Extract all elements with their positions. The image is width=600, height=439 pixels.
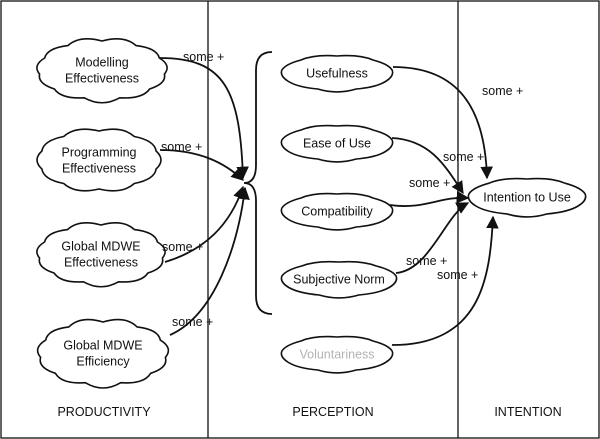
node-label: Global MDWE	[63, 339, 142, 353]
node-ease: Ease of Use	[280, 124, 394, 163]
panel-label-productivity: PRODUCTIVITY	[57, 405, 151, 419]
edge-modelling-to-perception	[159, 57, 249, 180]
edge-programming-to-perception	[159, 149, 244, 181]
edge-label-global-eff: some +	[162, 240, 203, 254]
edge-label-modelling: some +	[183, 50, 224, 64]
edge-label-programming: some +	[161, 140, 202, 154]
perception-group-bracket	[243, 51, 273, 315]
panel-label-intention: INTENTION	[494, 405, 561, 419]
cloud-shape	[36, 128, 162, 192]
node-label: Compatibility	[301, 205, 373, 219]
node-label: Intention to Use	[483, 191, 571, 205]
cloud-shape	[36, 318, 170, 389]
node-subjective: Subjective Norm	[280, 260, 398, 299]
node-compat: Compatibility	[280, 192, 394, 231]
cloud-shape	[36, 222, 166, 288]
edge-compat-to-intention	[389, 190, 470, 207]
panel-label-perception: PERCEPTION	[292, 405, 373, 419]
edge-usefulness-to-intention	[392, 66, 493, 180]
edge-label-voluntariness: some +	[437, 268, 478, 282]
cloud-shape	[280, 335, 394, 374]
node-usefulness: Usefulness	[280, 54, 394, 93]
node-label: Effectiveness	[65, 72, 139, 86]
edge-label-subjective: some +	[406, 254, 447, 268]
node-label: Global MDWE	[61, 240, 140, 254]
node-label: Modelling	[75, 56, 129, 70]
node-label: Effectiveness	[62, 162, 136, 176]
node-label: Subjective Norm	[293, 273, 385, 287]
node-voluntariness: Voluntariness	[280, 335, 394, 374]
node-label: Usefulness	[306, 67, 368, 81]
edge-label-usefulness: some +	[482, 84, 523, 98]
edge-label-global-efficiency: some +	[172, 315, 213, 329]
edge-label-compat: some +	[409, 176, 450, 190]
edge-subjective-to-intention	[395, 202, 470, 274]
concept-nodes: ModellingEffectivenessProgrammingEffecti…	[36, 38, 587, 389]
edge-voluntariness-to-intention	[391, 215, 499, 346]
cloud-shape	[280, 54, 394, 93]
cloud-shape	[467, 177, 587, 218]
node-global-efficiency: Global MDWE Efficiency	[36, 318, 170, 389]
node-intention: Intention to Use	[467, 177, 587, 218]
edge-global-efficiency-to-perception	[169, 186, 250, 336]
cloud-shape	[280, 260, 398, 299]
node-label: Voluntariness	[299, 348, 374, 362]
node-label: Effectiveness	[64, 256, 138, 270]
edge-label-ease: some +	[443, 150, 484, 164]
cloud-shape	[280, 124, 394, 163]
cloud-shape	[280, 192, 394, 231]
cloud-shape	[36, 38, 168, 104]
node-global-eff: Global MDWE Effectiveness	[36, 222, 166, 288]
node-label: Programming	[61, 146, 136, 160]
node-label: Ease of Use	[303, 137, 371, 151]
node-label: Efficiency	[76, 355, 130, 369]
edge-ease-to-intention	[391, 137, 464, 195]
